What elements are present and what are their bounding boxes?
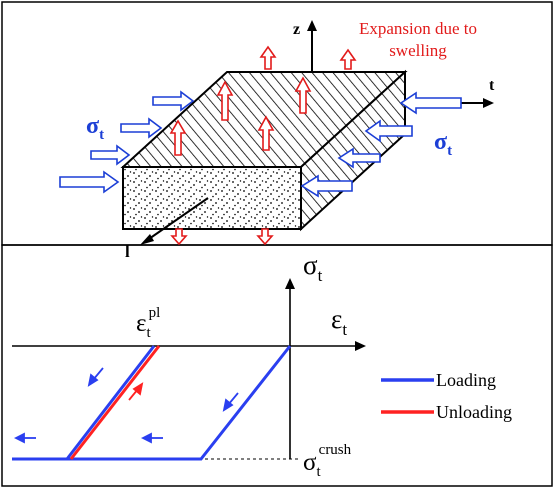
compression-arrow-icon	[337, 147, 381, 169]
stress-axis	[285, 278, 295, 459]
expansion-label-line1: Expansion due to	[359, 19, 477, 38]
compression-arrow-icon	[364, 119, 413, 143]
compression-arrow-icon	[300, 174, 353, 198]
expansion-arrows	[169, 45, 357, 246]
arrow-left-icon	[13, 432, 25, 444]
expansion-arrow-icon	[294, 76, 312, 114]
legend: Loading Unloading	[381, 370, 512, 422]
z-axis	[307, 20, 317, 72]
expansion-arrow-icon	[256, 228, 274, 246]
t-axis-label: t	[489, 77, 495, 94]
l-axis	[140, 197, 209, 245]
arrow-down-left-icon	[87, 373, 99, 387]
sigma-t-left-label: σt	[86, 113, 104, 143]
compression-arrow-icon	[90, 144, 131, 166]
sigma-t-right-label: σt	[434, 129, 452, 159]
legend-loading-label: Loading	[436, 370, 496, 390]
legend-unloading-label: Unloading	[436, 402, 512, 422]
compression-arrows-left	[59, 90, 195, 194]
compression-arrow-icon	[399, 91, 462, 115]
bottom-panel-border	[1, 244, 553, 487]
unloading-curve	[69, 345, 161, 460]
expansion-arrow-icon	[216, 80, 234, 121]
expansion-arrow-icon	[257, 115, 275, 151]
loading-curve	[12, 345, 292, 461]
loading-path-left	[65, 345, 156, 460]
plastic-strain-label: εtpl	[136, 305, 160, 341]
compression-arrows-right	[300, 91, 462, 198]
compression-arrow-icon	[152, 90, 195, 112]
expansion-label-line2: swelling	[389, 41, 447, 60]
expansion-arrow-icon	[169, 119, 187, 156]
arrow-left-icon	[140, 432, 152, 444]
strain-axis-label: εt	[331, 304, 347, 339]
stress-axis-label: σt	[303, 250, 323, 285]
block-front-face	[122, 166, 302, 230]
crush-stress-label: σtcrush	[303, 442, 352, 480]
expansion-arrow-icon	[259, 45, 277, 70]
arrow-up-right-icon	[132, 382, 144, 396]
strain-axis	[12, 341, 366, 351]
arrow-down-left-icon	[222, 398, 234, 412]
loading-direction-arrows	[13, 367, 239, 444]
compression-arrow-icon	[59, 170, 120, 194]
expansion-arrow-icon	[170, 228, 188, 246]
z-axis-label: z	[293, 21, 300, 38]
expansion-arrow-icon	[339, 48, 357, 70]
compression-arrow-icon	[120, 117, 163, 139]
l-axis-label: l	[125, 242, 130, 261]
